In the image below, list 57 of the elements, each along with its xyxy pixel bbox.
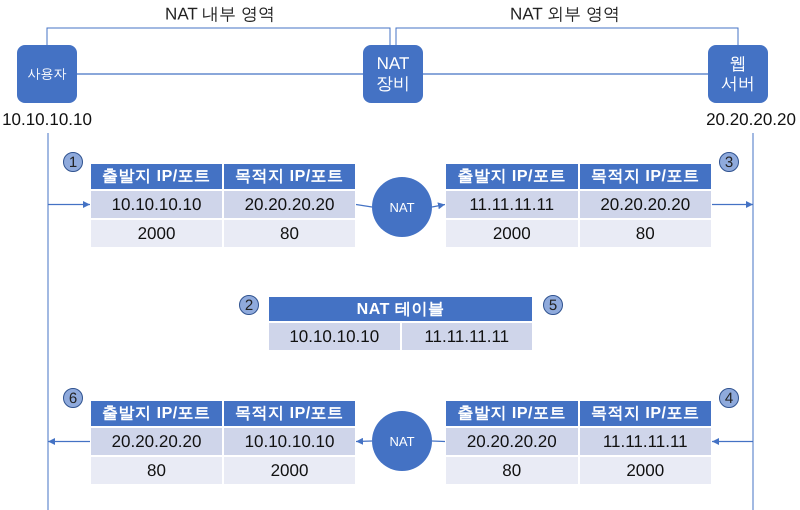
callout-number: 2 xyxy=(239,295,259,315)
column-header: 목적지 IP/포트 xyxy=(578,400,712,427)
callout-number: 4 xyxy=(719,388,739,408)
packet-table xyxy=(445,400,712,485)
column-header: 출발지 IP/포트 xyxy=(445,400,578,427)
packet-table xyxy=(90,400,356,485)
table-cell: 10.10.10.10 xyxy=(268,322,400,351)
callout-number: 3 xyxy=(719,152,739,172)
column-header: 출발지 IP/포트 xyxy=(90,400,223,427)
arrow xyxy=(712,438,753,445)
table-cell: 10.10.10.10 xyxy=(90,190,223,219)
column-header: 목적지 IP/포트 xyxy=(223,163,356,190)
table-cell: 20.20.20.20 xyxy=(90,427,223,456)
ip-address-label: 20.20.20.20 xyxy=(706,110,796,130)
table-cell: 10.10.10.10 xyxy=(223,427,356,456)
host-box: 사용자 xyxy=(17,45,77,103)
table-cell: 11.11.11.11 xyxy=(400,322,533,351)
region-label: NAT 내부 영역 xyxy=(165,4,275,26)
callout-number: 6 xyxy=(63,388,83,408)
arrow xyxy=(432,202,446,210)
arrow xyxy=(356,438,372,445)
table-cell: 80 xyxy=(445,456,578,485)
host-box: 웹 서버 xyxy=(708,45,768,103)
column-header: 출발지 IP/포트 xyxy=(445,163,578,190)
connector-line xyxy=(77,73,363,75)
table-cell: 80 xyxy=(578,219,712,248)
table-cell: 80 xyxy=(90,456,223,485)
table-cell: 20.20.20.20 xyxy=(223,190,356,219)
column-header: NAT 테이블 xyxy=(268,296,533,322)
table-cell: 2000 xyxy=(90,219,223,248)
connector-line xyxy=(432,440,446,442)
arrow xyxy=(48,438,90,445)
table-cell: 20.20.20.20 xyxy=(578,190,712,219)
table-cell: 2000 xyxy=(445,219,578,248)
column-header: 출발지 IP/포트 xyxy=(90,163,223,190)
process-circle: NAT xyxy=(372,177,432,237)
table-cell: 2000 xyxy=(223,456,356,485)
callout-number: 1 xyxy=(63,152,83,172)
table-cell: 2000 xyxy=(578,456,712,485)
arrow xyxy=(48,201,90,208)
table-cell: 11.11.11.11 xyxy=(578,427,712,456)
ip-address-label: 10.10.10.10 xyxy=(2,110,92,130)
column-header: 목적지 IP/포트 xyxy=(223,400,356,427)
region-label: NAT 외부 영역 xyxy=(510,4,620,26)
packet-table xyxy=(90,163,356,248)
arrow xyxy=(712,201,753,208)
table-cell: 11.11.11.11 xyxy=(445,190,578,219)
process-circle: NAT xyxy=(372,411,432,471)
column-header: 목적지 IP/포트 xyxy=(578,163,712,190)
packet-table xyxy=(268,296,533,351)
connector-line xyxy=(423,73,708,75)
callout-number: 5 xyxy=(543,295,563,315)
connector-line xyxy=(356,204,372,208)
table-cell: 80 xyxy=(223,219,356,248)
table-cell: 20.20.20.20 xyxy=(445,427,578,456)
host-box: NAT 장비 xyxy=(363,45,423,103)
packet-table xyxy=(445,163,712,248)
